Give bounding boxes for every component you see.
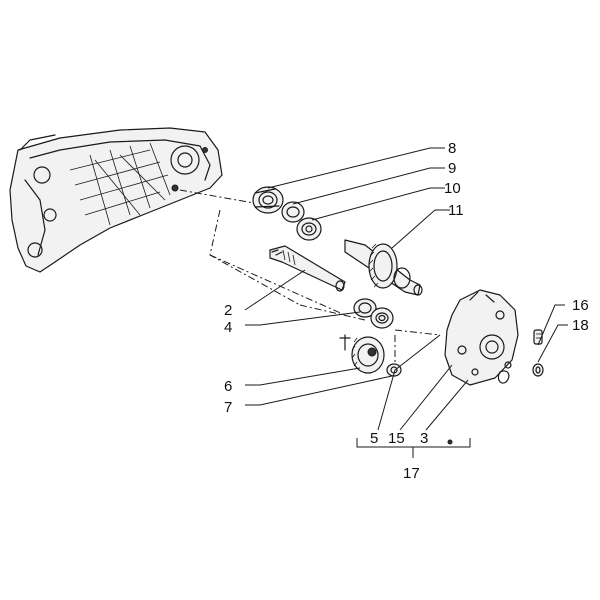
callout-9: 9	[448, 160, 456, 177]
callout-3: 3	[420, 430, 428, 447]
bearing-5	[370, 307, 394, 329]
callout-6: 6	[224, 378, 232, 395]
callout-5: 5	[370, 430, 378, 447]
assembly-centerlines	[179, 189, 441, 365]
callout-4: 4	[224, 319, 232, 336]
cover-plate-3	[444, 289, 519, 386]
callout-16: 16	[572, 297, 589, 314]
callout-8: 8	[448, 140, 456, 157]
leader-lines	[244, 147, 568, 445]
callout-labels: 8 9 10 11 2 4 6 7 16 18 5 15 3 17	[224, 140, 589, 482]
drive-shaft-2	[269, 245, 346, 292]
callout-2: 2	[224, 302, 232, 319]
bolt-16	[533, 329, 543, 345]
callout-7: 7	[224, 399, 232, 416]
washer-18	[532, 363, 544, 377]
crankcase-housing	[9, 127, 223, 273]
bearing-8	[252, 186, 284, 214]
oil-seal-9	[281, 201, 305, 223]
callout-17: 17	[403, 465, 420, 482]
callout-18: 18	[572, 317, 589, 334]
gear-6	[339, 334, 385, 374]
gear-shaft-11	[344, 239, 423, 296]
callout-10: 10	[444, 180, 461, 197]
bearing-10	[296, 217, 322, 241]
group-bracket-17	[356, 438, 471, 458]
callout-15: 15	[388, 430, 405, 447]
callout-11: 11	[448, 202, 464, 219]
